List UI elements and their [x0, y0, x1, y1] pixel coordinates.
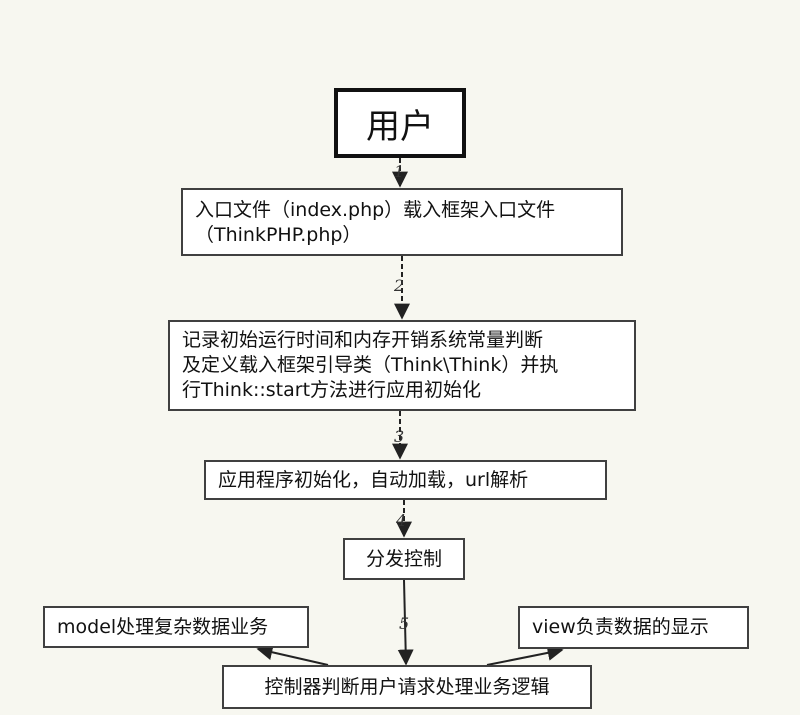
user-node-label: 用户: [366, 106, 434, 147]
model-node: model处理复杂数据业务: [43, 606, 309, 648]
dispatch-node: 分发控制: [343, 538, 465, 580]
init-node: 记录初始运行时间和内存开销系统常量判断 及定义载入框架引导类（Think\Thi…: [168, 320, 636, 411]
app-init-node: 应用程序初始化，自动加载，url解析: [204, 460, 607, 500]
edge-5: [397, 579, 414, 666]
init-line-3: 行Think::start方法进行应用初始化: [182, 379, 482, 401]
dispatch-label: 分发控制: [365, 548, 442, 570]
edge-label-3: 3: [394, 427, 405, 446]
init-line-1: 记录初始运行时间和内存开销系统常量判断: [182, 329, 544, 351]
edge-label-4: 4: [396, 511, 407, 530]
entry-file-node: 入口文件（index.php）载入框架入口文件 （ThinkPHP.php）: [181, 188, 623, 256]
edge-label-2: 2: [394, 276, 405, 295]
app-init-label: 应用程序初始化，自动加载，url解析: [218, 469, 529, 491]
edge-to-model: [256, 644, 329, 666]
view-node: view负责数据的显示: [518, 606, 749, 649]
edge-label-1: 1: [394, 162, 405, 181]
controller-label: 控制器判断用户请求处理业务逻辑: [264, 676, 550, 698]
entry-file-line-1: 入口文件（index.php）载入框架入口文件: [195, 199, 556, 221]
view-label: view负责数据的显示: [532, 616, 709, 638]
edge-to-view: [486, 644, 564, 666]
init-line-2: 及定义载入框架引导类（Think\Think）并执: [182, 354, 559, 376]
edge-label-5: 5: [399, 614, 410, 633]
entry-file-line-2: （ThinkPHP.php）: [195, 224, 362, 246]
user-node: 用户: [334, 88, 466, 158]
model-label: model处理复杂数据业务: [57, 616, 269, 638]
controller-node: 控制器判断用户请求处理业务逻辑: [222, 665, 592, 709]
